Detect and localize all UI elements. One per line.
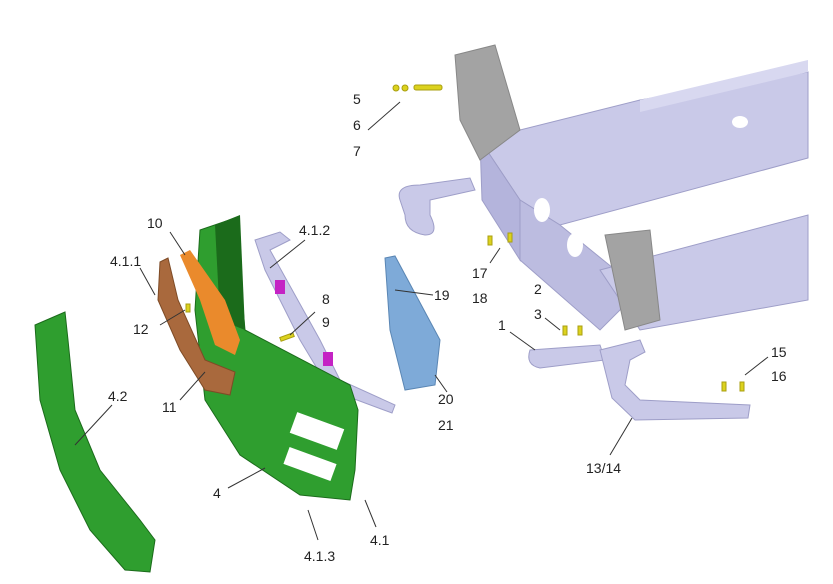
label-9: 9 bbox=[322, 314, 330, 330]
label-15: 15 bbox=[771, 344, 787, 360]
orange-plate bbox=[180, 250, 240, 355]
label-18: 18 bbox=[472, 290, 488, 306]
lower-bracket-1 bbox=[528, 344, 606, 369]
bumper-opening bbox=[283, 446, 337, 482]
label-16: 16 bbox=[771, 368, 787, 384]
grille bbox=[384, 255, 441, 391]
chassis-frame bbox=[454, 44, 809, 331]
label-7: 7 bbox=[353, 143, 361, 159]
upper-bracket bbox=[398, 177, 476, 236]
label-1: 1 bbox=[498, 317, 506, 333]
energy-absorber bbox=[157, 257, 236, 396]
bumper-trim bbox=[34, 311, 156, 573]
label-11: 11 bbox=[162, 399, 177, 415]
label-4-2: 4.2 bbox=[108, 388, 128, 404]
label-12: 12 bbox=[133, 321, 149, 337]
label-4-1-2: 4.1.2 bbox=[299, 222, 330, 238]
label-21: 21 bbox=[438, 417, 454, 433]
clip bbox=[275, 280, 285, 294]
label-4-1-3: 4.1.3 bbox=[304, 548, 335, 564]
label-19: 19 bbox=[434, 287, 450, 303]
lower-bracket-13-14 bbox=[599, 339, 751, 421]
clip bbox=[323, 352, 333, 366]
label-3: 3 bbox=[534, 306, 542, 322]
label-8: 8 bbox=[322, 291, 330, 307]
label-2: 2 bbox=[534, 281, 542, 297]
label-4-1-1: 4.1.1 bbox=[110, 253, 141, 269]
label-20: 20 bbox=[438, 391, 454, 407]
label-17: 17 bbox=[472, 265, 488, 281]
bumper-opening bbox=[289, 412, 345, 450]
bolts bbox=[185, 84, 745, 392]
label-5: 5 bbox=[353, 91, 361, 107]
label-4: 4 bbox=[213, 485, 221, 501]
label-4-1: 4.1 bbox=[370, 532, 390, 548]
label-6: 6 bbox=[353, 117, 361, 133]
leader-lines bbox=[74, 101, 769, 541]
label-10: 10 bbox=[147, 215, 163, 231]
label-13-14: 13/14 bbox=[586, 460, 621, 476]
